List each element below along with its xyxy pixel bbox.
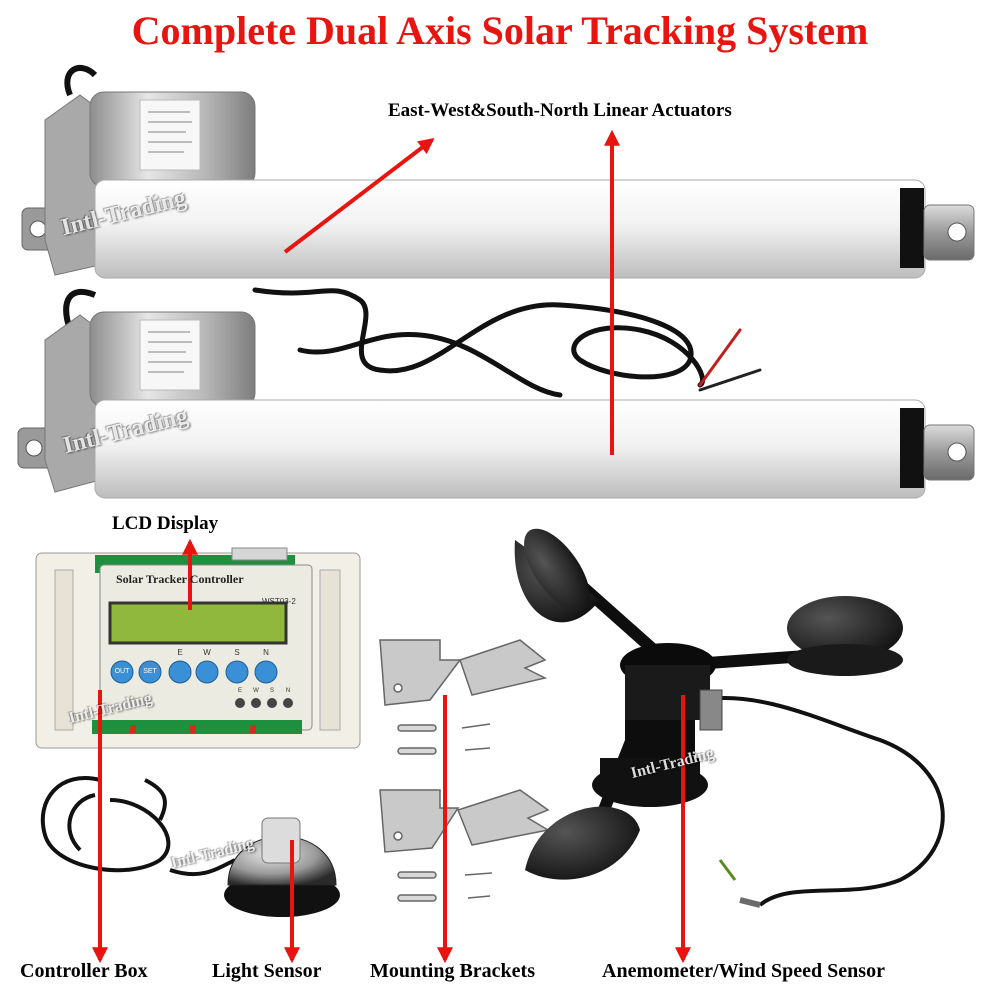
mounting-brackets xyxy=(379,639,551,902)
callout-arrows xyxy=(92,129,691,964)
label-anemometer: Anemometer/Wind Speed Sensor xyxy=(602,960,885,982)
controller-button-out: OUT xyxy=(114,668,130,675)
controller-led-s: S xyxy=(269,688,274,694)
page-title: Complete Dual Axis Solar Tracking System xyxy=(131,8,869,53)
linear-actuator-2 xyxy=(17,288,975,499)
label-controller-box: Controller Box xyxy=(20,960,148,982)
label-lcd-display: LCD Display xyxy=(112,513,219,534)
controller-model: WST03-2 xyxy=(262,597,296,606)
controller-button-e: E xyxy=(177,648,183,657)
label-actuators: East-West&South-North Linear Actuators xyxy=(388,100,732,121)
controller-button-s: S xyxy=(234,648,240,657)
linear-actuator-1 xyxy=(21,64,975,279)
actuator-cable xyxy=(252,287,762,398)
label-light-sensor: Light Sensor xyxy=(212,960,322,982)
controller-led-w: W xyxy=(253,688,259,694)
controller-button-set: SET xyxy=(143,668,157,675)
controller-panel-title: Solar Tracker Controller xyxy=(116,572,244,586)
label-mounting-brackets: Mounting Brackets xyxy=(370,960,535,982)
controller-led-e: E xyxy=(237,688,242,694)
controller-box xyxy=(35,547,361,749)
controller-led-n: N xyxy=(285,688,291,694)
anemometer xyxy=(514,528,945,908)
controller-button-w: W xyxy=(203,648,211,657)
controller-button-n: N xyxy=(263,648,269,657)
controller-cable xyxy=(40,776,171,873)
